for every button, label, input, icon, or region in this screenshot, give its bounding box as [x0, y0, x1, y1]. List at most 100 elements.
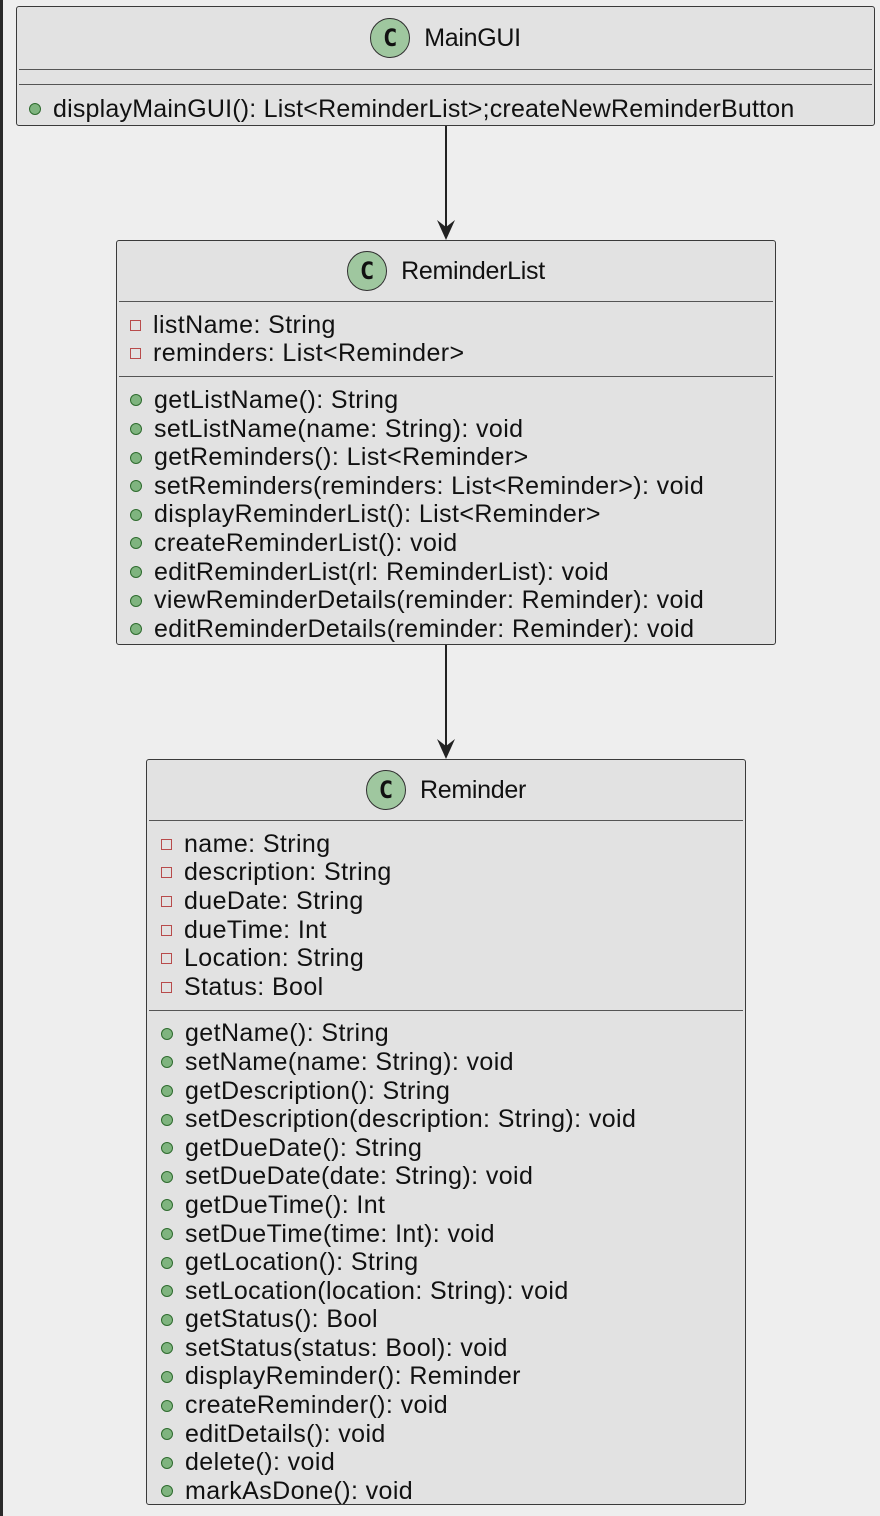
- public-visibility-icon: [130, 451, 142, 464]
- method-item: setStatus(status: Bool): void: [161, 1334, 745, 1363]
- method-item: delete(): void: [161, 1448, 745, 1477]
- attributes-divider: [119, 301, 773, 302]
- method-signature: markAsDone(): void: [185, 1476, 414, 1505]
- method-item: setDueTime(time: Int): void: [161, 1220, 745, 1249]
- attribute-item: Status: Bool: [161, 973, 745, 1002]
- method-signature: displayReminder(): Reminder: [185, 1362, 521, 1391]
- public-visibility-icon: [130, 594, 142, 607]
- methods-section: getListName(): String setListName(name: …: [117, 377, 775, 643]
- public-visibility-icon: [161, 1027, 173, 1040]
- methods-divider: [19, 84, 872, 85]
- attribute-item: dueTime: Int: [161, 916, 745, 945]
- public-visibility-icon: [161, 1056, 173, 1069]
- method-item: editReminderDetails(reminder: Reminder):…: [130, 615, 775, 644]
- public-visibility-icon: [161, 1199, 173, 1212]
- class-maingui[interactable]: C MainGUI displayMainGUI(): List<Reminde…: [16, 6, 875, 126]
- public-visibility-icon: [161, 1313, 173, 1326]
- class-name: MainGUI: [424, 23, 521, 52]
- class-stereotype-icon: C: [366, 770, 406, 810]
- public-visibility-icon: [130, 480, 142, 493]
- class-name: Reminder: [420, 775, 526, 804]
- method-item: getStatus(): Bool: [161, 1305, 745, 1335]
- private-visibility-icon: [130, 319, 141, 331]
- method-signature: setDueTime(time: Int): void: [185, 1219, 495, 1248]
- attribute-item: listName: String: [130, 311, 775, 340]
- method-item: setDueDate(date: String): void: [161, 1162, 745, 1192]
- attribute-text: name: String: [184, 829, 331, 858]
- class-header: C ReminderList: [117, 241, 775, 301]
- method-signature: displayReminderList(): List<Reminder>: [154, 500, 601, 529]
- arrow-reminderlist-to-reminder-head: [437, 739, 455, 759]
- method-item: getReminders(): List<Reminder>: [130, 443, 775, 472]
- class-stereotype-letter: C: [359, 257, 375, 285]
- method-item: getName(): String: [161, 1019, 745, 1049]
- attribute-text: dueTime: Int: [184, 915, 327, 944]
- public-visibility-icon: [161, 1113, 173, 1126]
- attribute-text: Status: Bool: [184, 972, 324, 1001]
- public-visibility-icon: [161, 1399, 173, 1412]
- class-reminder[interactable]: C Reminder name: String description: Str…: [146, 759, 746, 1505]
- class-header: C MainGUI: [17, 7, 874, 69]
- private-visibility-icon: [161, 838, 172, 850]
- class-stereotype-icon: C: [370, 18, 411, 58]
- public-visibility-icon: [130, 508, 142, 521]
- public-visibility-icon: [130, 623, 142, 636]
- class-stereotype-letter: C: [378, 776, 394, 804]
- method-signature: viewReminderDetails(reminder: Reminder):…: [154, 586, 705, 615]
- method-item: getDueDate(): String: [161, 1134, 745, 1163]
- method-signature: getDescription(): String: [185, 1076, 451, 1105]
- public-visibility-icon: [161, 1370, 173, 1383]
- private-visibility-icon: [161, 981, 172, 993]
- public-visibility-icon: [161, 1170, 173, 1183]
- method-item: setDescription(description: String): voi…: [161, 1105, 745, 1134]
- private-visibility-icon: [161, 895, 172, 907]
- public-visibility-icon: [130, 537, 142, 550]
- method-signature: createReminder(): void: [185, 1391, 449, 1420]
- public-visibility-icon: [161, 1142, 173, 1155]
- method-signature: getReminders(): List<Reminder>: [154, 443, 529, 472]
- public-visibility-icon: [161, 1428, 173, 1441]
- attributes-divider: [149, 820, 743, 821]
- method-item: setReminders(reminders: List<Reminder>):…: [130, 472, 775, 501]
- method-item: markAsDone(): void: [161, 1477, 745, 1506]
- left-edge-bar: [0, 0, 3, 1516]
- method-item: editReminderList(rl: ReminderList): void: [130, 558, 775, 587]
- method-signature: setDescription(description: String): voi…: [185, 1105, 637, 1134]
- attributes-section: listName: String reminders: List<Reminde…: [117, 302, 775, 376]
- method-signature: getListName(): String: [154, 385, 399, 414]
- class-reminderlist[interactable]: C ReminderList listName: String reminder…: [116, 240, 776, 645]
- attribute-item: name: String: [161, 830, 745, 859]
- public-visibility-icon: [161, 1285, 173, 1298]
- attribute-text: Location: String: [184, 944, 365, 973]
- methods-section: displayMainGUI(): List<ReminderList>;cre…: [17, 85, 874, 124]
- attribute-item: dueDate: String: [161, 887, 745, 916]
- method-item: getListName(): String: [130, 386, 775, 415]
- attributes-divider: [19, 69, 872, 70]
- method-signature: editDetails(): void: [185, 1419, 386, 1448]
- attribute-item: Location: String: [161, 944, 745, 973]
- attributes-section: name: String description: String dueDate…: [147, 821, 745, 1010]
- method-signature: getName(): String: [185, 1019, 390, 1048]
- method-signature: setListName(name: String): void: [154, 414, 524, 443]
- public-visibility-icon: [161, 1228, 173, 1241]
- class-name: ReminderList: [401, 256, 545, 285]
- public-visibility-icon: [161, 1085, 173, 1098]
- method-signature: setLocation(location: String): void: [185, 1276, 569, 1305]
- method-signature: createReminderList(): void: [154, 528, 458, 557]
- method-item: displayMainGUI(): List<ReminderList>;cre…: [29, 95, 874, 124]
- public-visibility-icon: [161, 1342, 173, 1355]
- public-visibility-icon: [161, 1456, 173, 1469]
- method-signature: editReminderList(rl: ReminderList): void: [154, 557, 610, 586]
- public-visibility-icon: [161, 1485, 173, 1498]
- public-visibility-icon: [161, 1256, 173, 1269]
- method-item: createReminderList(): void: [130, 529, 775, 558]
- method-signature: editReminderDetails(reminder: Reminder):…: [154, 614, 695, 643]
- methods-section: getName(): String setName(name: String):…: [147, 1011, 745, 1506]
- method-item: setListName(name: String): void: [130, 415, 775, 444]
- method-signature: getStatus(): Bool: [185, 1305, 379, 1334]
- method-signature: displayMainGUI(): List<ReminderList>;cre…: [53, 94, 795, 123]
- private-visibility-icon: [130, 348, 141, 360]
- public-visibility-icon: [130, 394, 142, 407]
